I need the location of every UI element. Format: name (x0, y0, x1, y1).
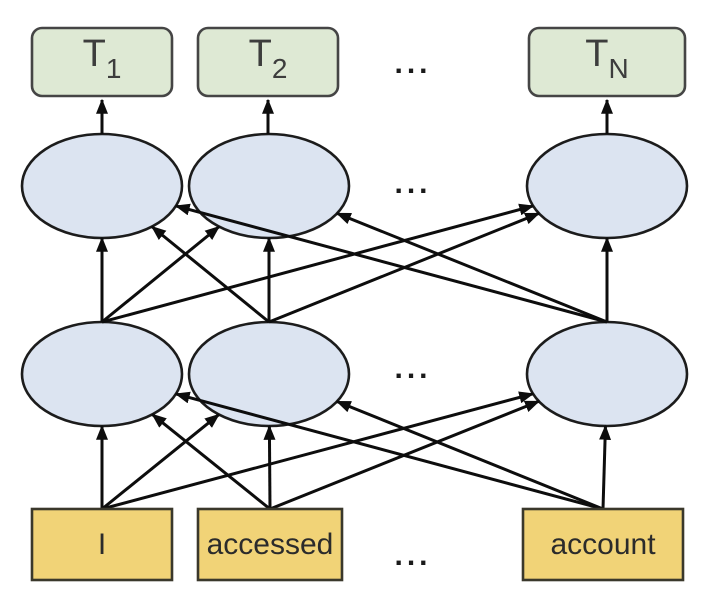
output-token-box (196, 26, 340, 98)
token-subscript: 1 (106, 53, 122, 84)
connection-arrows-layer (96, 98, 613, 511)
output-token-2: T2 (196, 26, 340, 98)
output-token-label: TN (585, 33, 628, 84)
connection-arrow (101, 203, 535, 324)
token-base: T (585, 33, 608, 75)
output-token-1: T1 (30, 26, 174, 98)
output-token-label: T1 (83, 33, 122, 84)
connection-arrow (150, 225, 270, 324)
token-base: T (249, 33, 272, 75)
ellipsis-output-row: ... (394, 47, 431, 80)
ellipsis-hidden-row1: ... (394, 167, 431, 200)
hidden-node-row2-colN (525, 320, 689, 428)
input-token-label: accessed (207, 528, 334, 561)
token-subscript: 2 (272, 53, 288, 84)
connection-arrow (335, 400, 604, 511)
output-token-label: T2 (249, 33, 288, 84)
connection-arrow (174, 203, 608, 324)
input-token-box (521, 507, 685, 582)
connection-arrow (151, 413, 271, 511)
input-token-label: I (98, 528, 106, 561)
hidden-node-row2-col2 (187, 320, 351, 428)
connection-arrow (174, 391, 604, 511)
output-token-box (527, 26, 687, 98)
ellipsis-input-row: ... (394, 539, 431, 572)
input-token-box (30, 507, 174, 582)
output-token-N: TN (527, 26, 687, 98)
output-token-box (30, 26, 174, 98)
hidden-node-row1-colN (525, 132, 689, 240)
input-token-2: accessed (196, 507, 344, 582)
connection-arrow (263, 424, 276, 510)
token-base: T (83, 33, 106, 75)
input-token-1: I (30, 507, 174, 582)
token-subscript: N (608, 53, 628, 84)
input-token-N: account (521, 507, 685, 582)
input-token-box (196, 507, 344, 582)
connection-arrow (335, 211, 608, 324)
connection-arrow (101, 391, 535, 511)
input-token-label: account (550, 528, 656, 561)
connection-arrow (599, 424, 612, 510)
hidden-node-row1-col1 (20, 132, 184, 240)
connection-arrow (101, 225, 221, 324)
connection-arrow (101, 413, 220, 511)
ellipsis-hidden-row2: ... (394, 352, 431, 385)
hidden-node-row2-col1 (20, 320, 184, 428)
hidden-node-row1-col2 (187, 132, 351, 240)
